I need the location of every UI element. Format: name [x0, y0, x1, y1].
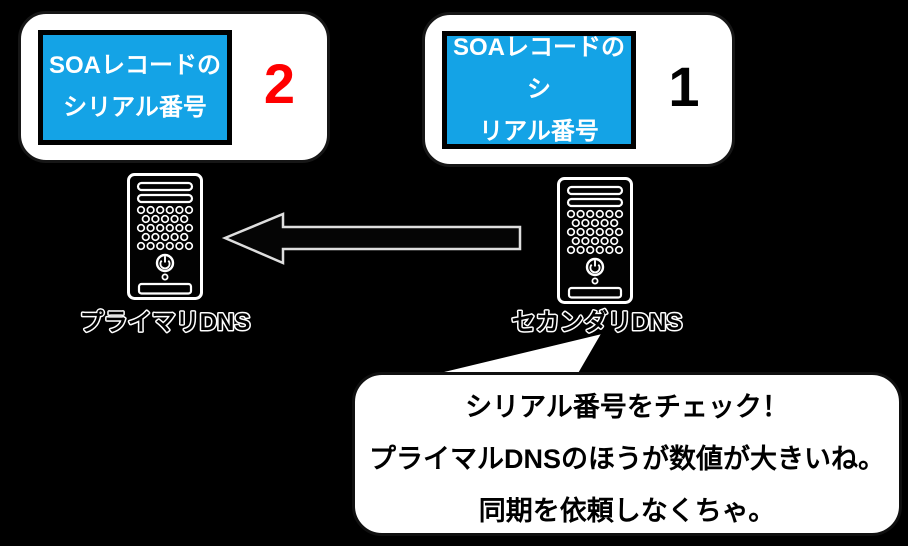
zone-transfer-arrow [221, 212, 522, 265]
speech-bubble-line2: プライマルDNSのほうが数値が大きいね。 [368, 444, 885, 474]
primary-soa-record-label-line2: シリアル番号 [63, 94, 207, 121]
speech-bubble-tail [440, 334, 602, 377]
speech-bubble-line1: シリアル番号をチェック！ [465, 392, 789, 422]
primary-serial-number: 2 [263, 52, 296, 115]
primary-soa-panel: SOAレコードの シリアル番号 2 [18, 11, 330, 163]
primary-dns-label: プライマリDNS [80, 309, 251, 336]
secondary-soa-panel: SOAレコードのシ リアル番号 1 [422, 12, 735, 167]
primary-dns-server-icon [127, 173, 203, 300]
secondary-serial-number: 1 [668, 54, 700, 118]
primary-soa-record-box: SOAレコードの シリアル番号 [38, 29, 232, 145]
secondary-dns-label: セカンダリDNS [512, 308, 683, 336]
primary-soa-record-label-line1: SOAレコードの [48, 52, 221, 79]
secondary-soa-record-label-line1: SOAレコードのシ [452, 33, 625, 103]
speech-bubble: シリアル番号をチェック！ プライマルDNSのほうが数値が大きいね。 同期を依頼し… [352, 372, 902, 536]
secondary-dns-server-icon [557, 177, 633, 304]
secondary-soa-record-box: SOAレコードのシ リアル番号 [442, 30, 636, 149]
speech-bubble-line3: 同期を依頼しなくちゃ。 [478, 496, 776, 526]
secondary-soa-record-label-line2: リアル番号 [479, 117, 599, 145]
